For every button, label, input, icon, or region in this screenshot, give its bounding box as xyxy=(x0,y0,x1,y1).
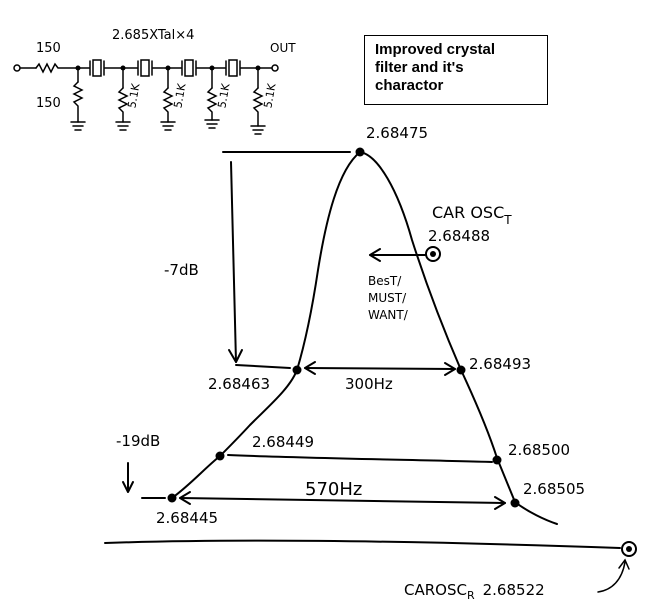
label-2-68500: 2.68500 xyxy=(508,441,570,459)
label-bandwidth-300: 300Hz xyxy=(345,375,393,393)
shunt-resistor-label: 150 xyxy=(36,96,61,111)
point-2-68493 xyxy=(456,365,466,375)
response-curve: 2.68475 2.68463 2.68493 2.68449 2.68500 … xyxy=(104,124,637,602)
car-osc-r-marker xyxy=(621,541,637,557)
label-2-68463: 2.68463 xyxy=(208,375,270,393)
title-box: Improved crystal filter and it's charact… xyxy=(364,35,548,105)
filter-schematic: 150 150 xyxy=(13,28,296,135)
load-resistor-label-2: 5.1K xyxy=(171,82,188,109)
note-must: MUST/ xyxy=(368,291,407,305)
point-2-68445 xyxy=(167,493,177,503)
note-best: BesT/ xyxy=(368,274,402,288)
label-2-68493: 2.68493 xyxy=(469,355,531,373)
label-car-osc-t-freq: 2.68488 xyxy=(428,227,490,245)
load-resistor-4 xyxy=(250,67,266,135)
load-resistor-label-3: 5.1K xyxy=(215,82,232,109)
label-attenuation-19db: -19dB xyxy=(116,432,160,450)
bw-arrow-300-left-head xyxy=(304,361,316,375)
bw-arrow-570-left-head xyxy=(179,491,191,505)
load-resistor-label-1: 5.1K xyxy=(125,82,142,109)
label-2-68449: 2.68449 xyxy=(252,433,314,451)
junction-dot xyxy=(75,65,81,71)
bw-arrow-570 xyxy=(179,497,506,504)
label-2-68505: 2.68505 xyxy=(523,480,585,498)
ground-symbol xyxy=(70,121,86,131)
crystal-chain xyxy=(77,59,279,77)
series-resistor xyxy=(35,62,79,74)
output-terminal xyxy=(271,64,279,72)
label-2-68445: 2.68445 xyxy=(156,509,218,527)
baseline xyxy=(104,539,621,549)
title-line-2: filter and it's xyxy=(375,59,464,76)
input-terminal xyxy=(13,64,21,72)
load-resistor-1 xyxy=(115,67,131,131)
label-car-osc-t: CAR OSCT xyxy=(432,203,512,227)
title-line-3: charactor xyxy=(375,77,444,94)
bw-arrow-570-right-head xyxy=(494,496,506,510)
shunt-resistor xyxy=(72,81,84,123)
level-line-449-500 xyxy=(227,454,493,463)
point-2-68463 xyxy=(292,365,302,375)
ref-arrow-7db-head xyxy=(228,349,243,363)
point-2-68505 xyxy=(510,498,520,508)
point-2-68500 xyxy=(492,455,502,465)
car-osc-t-marker xyxy=(425,246,441,262)
label-peak-freq: 2.68475 xyxy=(366,124,428,142)
point-peak xyxy=(355,147,365,157)
bw-arrow-300 xyxy=(304,367,456,370)
car-r-pointer-head xyxy=(618,558,630,570)
car-r-pointer xyxy=(597,561,626,593)
load-resistor-3 xyxy=(204,67,220,129)
ref-arrow-7db xyxy=(230,161,237,363)
title-line-1: Improved crystal xyxy=(375,41,496,58)
car-t-arrow-head xyxy=(369,248,381,262)
load-resistor-label-4: 5.1K xyxy=(261,82,278,109)
crystal-label: 2.685XTal×4 xyxy=(112,28,194,43)
load-resistor-2 xyxy=(160,67,176,131)
ref-line-7db xyxy=(235,364,291,369)
point-2-68449 xyxy=(215,451,225,461)
note-want: WANT/ xyxy=(368,308,409,322)
output-label: OUT xyxy=(270,41,296,55)
bw-arrow-300-right-head xyxy=(444,362,456,376)
label-attenuation-7db: -7dB xyxy=(164,261,199,279)
label-bandwidth-570: 570Hz xyxy=(305,479,362,500)
ref-arrow-19db-head xyxy=(122,481,134,493)
series-resistor-label: 150 xyxy=(36,41,61,56)
